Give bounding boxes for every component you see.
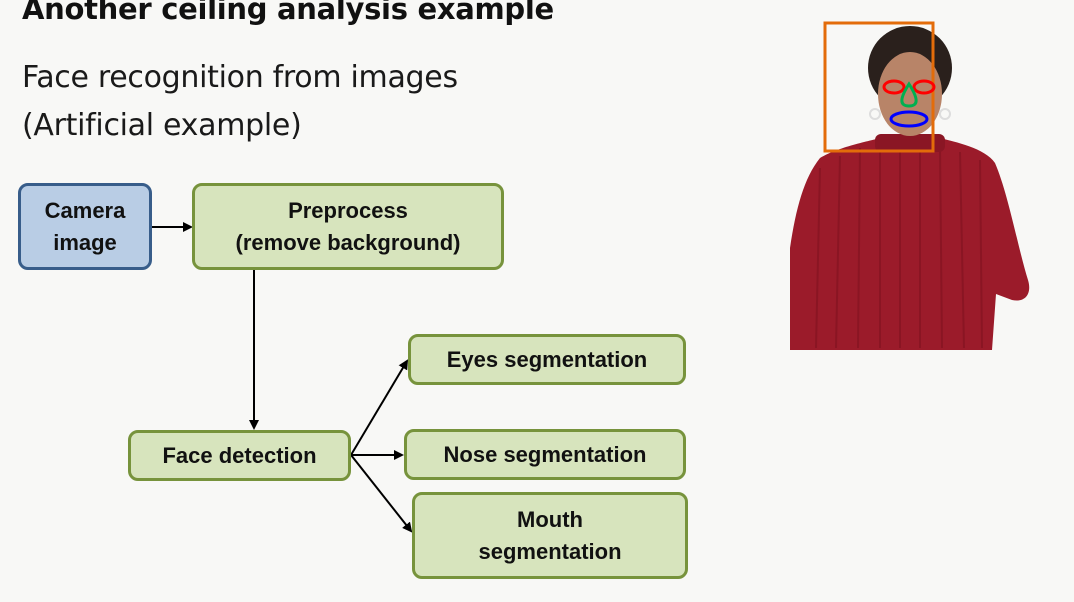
mouth-segmentation-label-2: segmentation xyxy=(478,538,622,564)
eyes-segmentation-label: Eyes segmentation xyxy=(446,346,648,372)
face-detection-box: Face detection xyxy=(128,430,351,481)
preprocess-box: Preprocess (remove background) xyxy=(192,183,504,270)
subtitle-line-1: Face recognition from images xyxy=(22,60,458,95)
preprocess-label-2: (remove background) xyxy=(235,229,461,255)
arrow-face-to-mouth xyxy=(350,454,413,533)
slide-title: Another ceiling analysis example xyxy=(22,0,554,26)
preprocess-label-1: Preprocess xyxy=(288,197,408,223)
slide-subtitle: Face recognition from images (Artificial… xyxy=(22,54,458,150)
eyes-segmentation-box: Eyes segmentation xyxy=(408,334,686,385)
right-eye-marker xyxy=(912,79,936,95)
camera-image-label-1: Camera xyxy=(44,197,126,223)
subtitle-line-2: (Artificial example) xyxy=(22,108,302,143)
collar xyxy=(875,134,945,152)
nose-segmentation-box: Nose segmentation xyxy=(404,429,686,480)
camera-image-label-2: image xyxy=(53,229,117,255)
face-detection-label: Face detection xyxy=(162,442,317,468)
left-eye-marker xyxy=(882,79,906,95)
camera-image-box: Camera image xyxy=(18,183,152,270)
mouth-segmentation-label-1: Mouth xyxy=(517,506,583,532)
nose-segmentation-label: Nose segmentation xyxy=(443,441,647,467)
mouth-segmentation-box: Mouth segmentation xyxy=(412,492,688,579)
mouth-marker xyxy=(889,110,929,128)
person-photo xyxy=(790,21,1030,350)
arrow-face-to-eyes xyxy=(350,359,409,456)
sweater xyxy=(790,138,1030,350)
nose-marker xyxy=(900,81,918,108)
